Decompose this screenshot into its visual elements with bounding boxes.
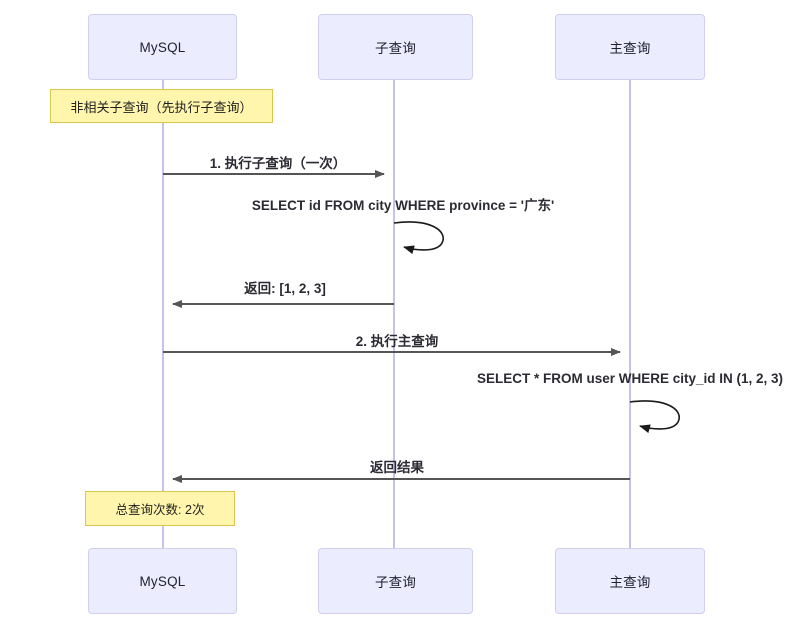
self-loop-label-mainquery: SELECT * FROM user WHERE city_id IN (1, …	[476, 371, 784, 386]
actor-label-mysql-bottom: MySQL	[139, 573, 186, 589]
self-loop-mainquery	[629, 400, 680, 434]
actor-box-mainquery-top[interactable]: 主查询	[555, 14, 705, 80]
actor-label-mysql-top: MySQL	[139, 39, 186, 55]
actor-box-subquery-bottom[interactable]: 子查询	[318, 548, 473, 614]
actor-label-subquery-top: 子查询	[374, 41, 417, 56]
actor-box-mysql-bottom[interactable]: MySQL	[88, 548, 237, 614]
self-loop-label-subquery: SELECT id FROM city WHERE province = '广东…	[251, 198, 555, 213]
actor-box-mysql-top[interactable]: MySQL	[88, 14, 237, 80]
actor-box-subquery-top[interactable]: 子查询	[318, 14, 473, 80]
actor-label-mainquery-bottom: 主查询	[609, 575, 651, 590]
self-loop-subquery	[393, 221, 444, 255]
note-noncorrelated-label: 非相关子查询（先执行子查询）	[70, 99, 253, 115]
message-label-2: 返回: [1, 2, 3]	[244, 281, 326, 296]
actor-label-subquery-bottom: 子查询	[374, 575, 417, 590]
note-total-query-count: 总查询次数: 2次	[85, 491, 235, 526]
actor-label-mainquery-top: 主查询	[609, 41, 651, 56]
message-label-4: 返回结果	[370, 460, 424, 475]
actor-box-mainquery-bottom[interactable]: 主查询	[555, 548, 705, 614]
note-total-label: 总查询次数: 2次	[115, 503, 205, 517]
message-label-1: 1. 执行子查询（一次）	[209, 156, 347, 171]
note-noncorrelated-subquery: 非相关子查询（先执行子查询）	[50, 89, 273, 123]
message-label-3: 2. 执行主查询	[355, 334, 439, 349]
